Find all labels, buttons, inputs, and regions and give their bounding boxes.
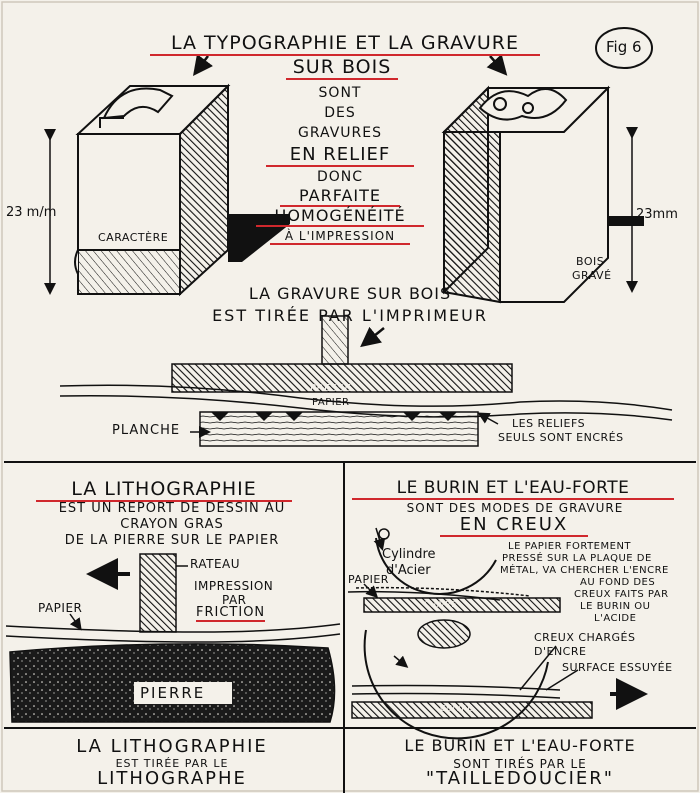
burin-bottom-2: SONT TIRÉS PAR LE [453, 757, 587, 771]
center-line-parfaite: PARFAITE [280, 188, 400, 207]
presse-label: PRESSE [310, 383, 352, 394]
litho-title: LA LITHOGRAPHIE [36, 480, 292, 502]
creux-label-2: D'ENCRE [534, 645, 587, 658]
burin-bottom-1: LE BURIN ET L'EAU-FORTE [404, 736, 636, 755]
stone-label: PIERRE [140, 684, 206, 702]
litho-bottom-2: EST TIRÉE PAR LE [115, 757, 229, 770]
copper-label-2: CUIVRE [440, 704, 473, 713]
burin-note-5: CREUX FAITS PAR [574, 589, 669, 600]
woodcut-block [441, 85, 611, 304]
wood-label-1: BOIS [576, 255, 605, 268]
type-character-block [74, 83, 231, 297]
litho-bottom-1: LA LITHOGRAPHIE [76, 736, 268, 757]
burin-note-3: MÉTAL, VA CHERCHER L'ENCRE [500, 565, 669, 576]
impression-label: IMPRESSION [194, 579, 274, 593]
planche-label: PLANCHE [112, 423, 181, 438]
litho-bottom-3: LITHOGRAPHE [97, 768, 247, 789]
burin-note-2: PRESSÉ SUR LA PLAQUE DE [502, 553, 652, 564]
lithography-diagram [5, 553, 341, 723]
center-line-homogeneite: HOMOGÉNÉITÉ [256, 208, 424, 227]
intaglio-diagram [347, 527, 648, 740]
center-line-3: GRAVURES [298, 125, 382, 141]
copper-label-1: CUIVRE [424, 600, 457, 609]
litho-desc-3: DE LA PIERRE SUR LE PAPIER [64, 533, 280, 548]
center-line-2: DES [324, 105, 356, 121]
reliefs-note-1: LES RELIEFS [512, 417, 586, 430]
press-heading-2: EST TIRÉE PAR L'IMPRIMEUR [212, 306, 488, 325]
litho-paper-label: PAPIER [38, 601, 83, 615]
burin-bottom-3: "TAILLEDOUCIER" [425, 768, 615, 789]
burin-paper-label: PAPIER [348, 573, 389, 586]
litho-desc-1: EST UN REPORT DE DESSIN AU [58, 501, 286, 516]
friction-label: FRICTION [196, 605, 266, 622]
burin-title: LE BURIN ET L'EAU-FORTE [352, 480, 674, 500]
burin-desc-creux: EN CREUX [440, 516, 588, 537]
center-line-relief: EN RELIEF [266, 146, 414, 167]
press-diagram [59, 315, 673, 447]
character-label: CARACTÈRE [98, 231, 169, 244]
cylinder-label-1: Cylindre [382, 547, 436, 562]
figure-label: Fig 6 [606, 38, 642, 56]
left-dimension: 23 m/m [6, 205, 57, 220]
burin-note-4: AU FOND DES [580, 577, 656, 588]
center-line-impression: À L'IMPRESSION [270, 230, 410, 245]
wood-label-2: GRAVÉ [572, 269, 612, 282]
cylinder-label-2: d'Acier [386, 563, 431, 578]
center-line-1: SONT [318, 85, 362, 101]
burin-desc-1: SONT DES MODES DE GRAVURE [406, 501, 624, 515]
center-line-5: DONC [316, 169, 364, 185]
main-title: LA TYPOGRAPHIE ET LA GRAVURE [150, 34, 540, 56]
burin-note-7: L'ACIDE [594, 613, 637, 624]
burin-note-6: LE BURIN OU [580, 601, 651, 612]
par-label: PAR [222, 593, 247, 607]
papier-label-press: PAPIER [312, 397, 350, 408]
right-dimension: 23mm [636, 207, 678, 222]
reliefs-note-2: SEULS SONT ENCRÉS [498, 431, 624, 444]
press-heading-1: LA GRAVURE SUR BOIS [248, 284, 452, 303]
main-title-line2: SUR BOIS [286, 58, 398, 80]
creux-label-1: CREUX CHARGÉS [534, 631, 636, 644]
litho-desc-2: CRAYON GRAS [120, 517, 224, 532]
burin-note-1: LE PAPIER FORTEMENT [508, 541, 632, 552]
rateau-label: RATEAU [190, 557, 241, 571]
surface-label: SURFACE ESSUYÉE [562, 661, 673, 674]
